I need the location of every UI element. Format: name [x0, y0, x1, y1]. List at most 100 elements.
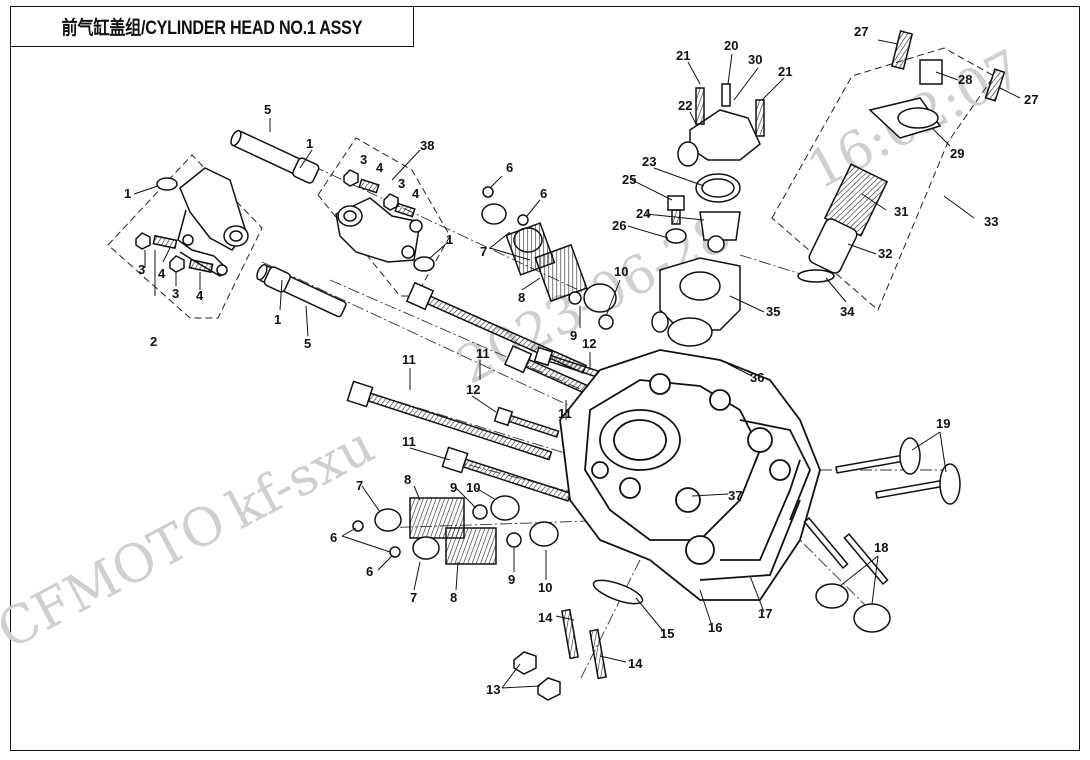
o-ring-right: [413, 256, 435, 272]
drawing-frame: [10, 6, 1080, 751]
callout-labels: 1 1 1 1 2 3 3 3 3 4 4 4 4 5 5 6 6 6 6 7 …: [124, 24, 1038, 697]
callout-label: 6: [540, 186, 547, 201]
callout-label: 8: [518, 290, 525, 305]
callout-label: 13: [486, 682, 500, 697]
callout-label: 4: [158, 266, 166, 281]
callout-label: 10: [466, 480, 480, 495]
thermostat-housing-group: [651, 83, 765, 347]
title-box: 前气缸盖组/CYLINDER HEAD NO.1 ASSY: [10, 6, 414, 47]
leader-lines: [133, 39, 1021, 689]
callout-label: 9: [570, 328, 577, 343]
callout-label: 7: [356, 478, 363, 493]
callout-label: 28: [958, 72, 972, 87]
callout-label: 6: [366, 564, 373, 579]
callout-label: 34: [840, 304, 855, 319]
callout-label: 9: [508, 572, 515, 587]
callout-label: 8: [450, 590, 457, 605]
callout-label: 21: [778, 64, 792, 79]
head-bolt: [346, 380, 553, 461]
callout-label: 10: [538, 580, 552, 595]
head-bolts: [346, 281, 622, 502]
rocker-arm-assembly-left: [135, 167, 249, 277]
studs-and-nuts: [513, 579, 644, 701]
cylinder-head: [559, 349, 821, 601]
callout-label: 4: [412, 186, 420, 201]
callout-label: 32: [878, 246, 892, 261]
group-boxes: [107, 47, 995, 319]
rocker-group-2-box: [107, 154, 263, 319]
callout-label: 6: [506, 160, 513, 175]
callout-label: 7: [410, 590, 417, 605]
nut-icon: [343, 169, 359, 187]
callout-label: 4: [196, 288, 204, 303]
rocker-shafts: [230, 129, 347, 318]
callout-label: 30: [748, 52, 762, 67]
callout-label: 4: [376, 160, 384, 175]
callout-label: 35: [766, 304, 780, 319]
watermark-brand: CFMOTO: [0, 492, 236, 662]
callout-label: 9: [450, 480, 457, 495]
callout-label: 3: [138, 262, 145, 277]
callout-label: 18: [874, 540, 888, 555]
callout-label: 7: [480, 244, 487, 259]
callout-label: 20: [724, 38, 738, 53]
callout-label: 12: [466, 382, 480, 397]
callout-label: 11: [402, 352, 416, 367]
tensioner-group-33-box: [771, 47, 995, 311]
exhaust-gasket: [592, 579, 644, 605]
callout-label: 6: [330, 530, 337, 545]
callout-label: 22: [678, 98, 692, 113]
flange-nut: [513, 651, 537, 675]
callout-label: 33: [984, 214, 998, 229]
rocker-arm-assembly-right: [335, 169, 435, 272]
callout-label: 27: [854, 24, 868, 39]
gasket: [797, 269, 835, 283]
callout-label: 16: [708, 620, 722, 635]
rocker-shaft-lower: [256, 264, 347, 318]
nut-icon: [169, 255, 185, 273]
diagram-title: 前气缸盖组/CYLINDER HEAD NO.1 ASSY: [61, 18, 363, 39]
rocker-group-38-box: [317, 137, 451, 297]
callout-label: 14: [628, 656, 643, 671]
valves: [803, 437, 961, 633]
chain-tensioner-group: [797, 30, 1006, 283]
callout-label: 5: [304, 336, 311, 351]
callout-label: 2: [150, 334, 157, 349]
callout-label: 21: [676, 48, 690, 63]
head-bolt: [441, 446, 572, 502]
callout-label: 10: [614, 264, 628, 279]
callout-label: 31: [894, 204, 908, 219]
callout-label: 36: [750, 370, 764, 385]
thermostat: [699, 211, 741, 241]
callout-label: 37: [728, 488, 742, 503]
callout-label: 1: [274, 312, 281, 327]
callout-label: 1: [446, 232, 453, 247]
callout-label: 3: [360, 152, 367, 167]
callout-label: 11: [476, 346, 490, 361]
callout-label: 26: [612, 218, 626, 233]
callout-label: 3: [172, 286, 179, 301]
upper-valve-spring-set: [481, 186, 617, 330]
callout-label: 15: [660, 626, 674, 641]
callout-label: 23: [642, 154, 656, 169]
o-ring-left: [156, 177, 178, 191]
callout-label: 17: [758, 606, 772, 621]
callout-label: 14: [538, 610, 553, 625]
callout-label: 1: [306, 136, 313, 151]
nut-icon: [135, 232, 151, 250]
short-bolt: [493, 406, 560, 438]
callout-label: 8: [404, 472, 411, 487]
callout-label: 38: [420, 138, 434, 153]
callout-label: 25: [622, 172, 636, 187]
callout-label: 5: [264, 102, 271, 117]
callout-label: 1: [124, 186, 131, 201]
callout-label: 29: [950, 146, 964, 161]
callout-label: 27: [1024, 92, 1038, 107]
callout-label: 12: [582, 336, 596, 351]
callout-label: 11: [558, 406, 572, 421]
rocker-shaft-upper: [230, 129, 320, 184]
callout-label: 19: [936, 416, 950, 431]
callout-label: 3: [398, 176, 405, 191]
callout-label: 24: [636, 206, 651, 221]
